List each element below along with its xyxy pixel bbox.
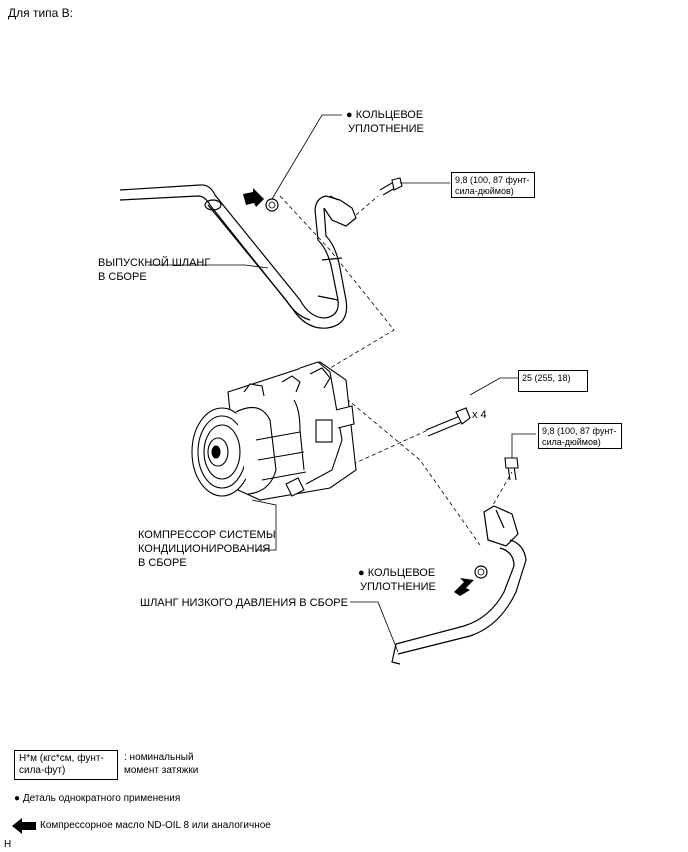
- legend-torque-box: Н*м (кгс*см, фунт- сила-фут): [14, 750, 118, 780]
- legend-torque-desc-2: момент затяжки: [124, 765, 199, 776]
- torque-right-line-1: 9,8 (100, 87 фунт-: [542, 426, 617, 436]
- figure-code: H: [4, 839, 12, 850]
- bolt-top: [379, 177, 403, 196]
- torque-compressor-value: 25 (255, 18): [522, 373, 571, 383]
- oring-top: [265, 198, 279, 212]
- suction-hose-label: ШЛАНГ НИЗКОГО ДАВЛЕНИЯ В СБОРЕ: [140, 597, 348, 609]
- oring-bottom: [474, 565, 488, 579]
- torque-top-line-2: сила-дюймов): [455, 186, 514, 196]
- compressor-label-3: В СБОРЕ: [138, 557, 187, 569]
- legend-nonreusable: ● Деталь однократного применения: [14, 793, 181, 804]
- torque-callout-compressor: 25 (255, 18): [518, 370, 588, 392]
- oil-arrow-top: [243, 188, 264, 207]
- torque-callout-top: 9,8 (100, 87 фунт- сила-дюймов): [451, 172, 535, 198]
- page-title: Для типа B:: [8, 6, 74, 20]
- oring-top-label-1: ● КОЛЬЦЕВОЕ: [346, 109, 424, 121]
- legend-torque-box-line-2: сила-фут): [19, 765, 66, 776]
- discharge-hose-label-1: ВЫПУСКНОЙ ШЛАНГ: [98, 257, 211, 269]
- legend-oil-arrow-icon: [12, 818, 36, 834]
- compressor-label-1: КОМПРЕССОР СИСТЕМЫ: [138, 529, 276, 541]
- suction-hose: [391, 505, 527, 665]
- compressor-label-2: КОНДИЦИОНИРОВАНИЯ: [138, 543, 271, 555]
- legend-torque-desc-1: : номинальный: [124, 752, 194, 763]
- discharge-hose-label-2: В СБОРЕ: [98, 271, 147, 283]
- oring-top-label-2: УПЛОТНЕНИЕ: [348, 123, 424, 135]
- discharge-hose: [119, 184, 357, 329]
- compressor: [191, 361, 357, 501]
- torque-right-line-2: сила-дюймов): [542, 437, 601, 447]
- torque-top-line-1: 9,8 (100, 87 фунт-: [455, 175, 530, 185]
- bolt-count-label: x 4: [472, 409, 487, 421]
- bolt-compressor: [425, 407, 471, 437]
- bolt-right: [504, 457, 519, 481]
- oring-bottom-label-2: УПЛОТНЕНИЕ: [360, 581, 436, 593]
- oil-arrow-bottom: [454, 578, 474, 596]
- legend-torque-box-line-1: Н*м (кгс*см, фунт-: [19, 753, 104, 764]
- torque-callout-right: 9,8 (100, 87 фунт- сила-дюймов): [538, 423, 622, 449]
- oring-bottom-label-1: ● КОЛЬЦЕВОЕ: [358, 567, 436, 579]
- legend-oil: Компрессорное масло ND-OIL 8 или аналоги…: [40, 820, 271, 831]
